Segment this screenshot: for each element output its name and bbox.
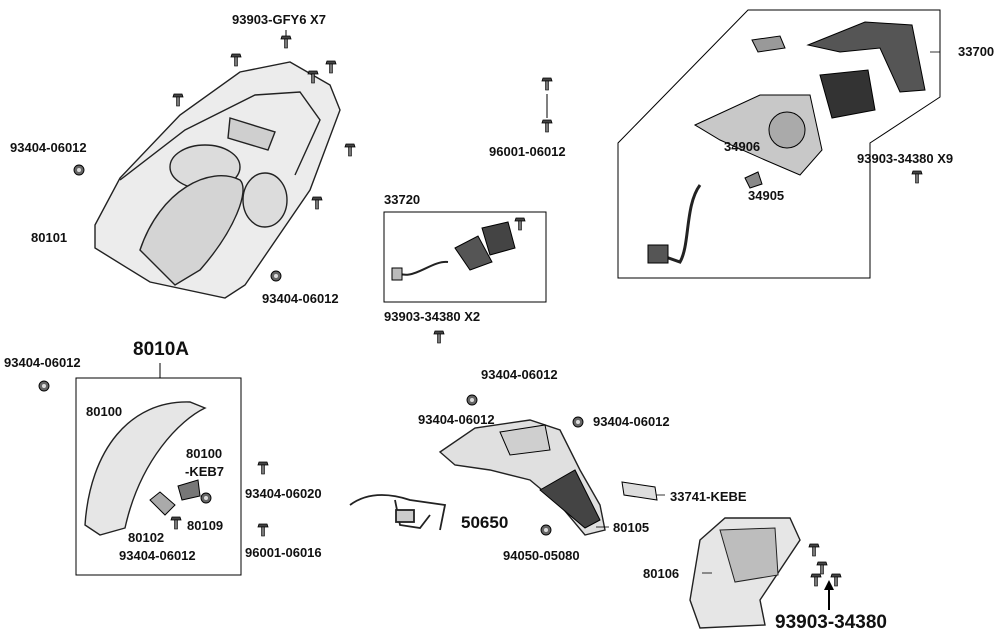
label-80102: 80102 — [128, 530, 165, 545]
tail-light-box-33700 — [617, 9, 941, 279]
label-33700: 33700 — [958, 44, 995, 59]
label-80105: 80105 — [613, 520, 650, 535]
nut-94050 — [540, 524, 552, 536]
label-80100: 80100 — [86, 404, 123, 419]
license-bracket-80106 — [689, 517, 842, 629]
bolts-96001-06012 — [541, 77, 553, 133]
label-93404-g: 93404-06012 — [593, 414, 670, 429]
rear-fender-80105 — [438, 419, 606, 536]
label-93404-06020: 93404-06020 — [245, 486, 322, 501]
label-93903-gfy6: 93903-GFY6 X7 — [232, 12, 326, 27]
label-93903-x9: 93903-34380 X9 — [857, 151, 954, 166]
label-8010a: 8010A — [133, 339, 189, 360]
front-fender-box-8010a — [75, 363, 242, 576]
label-93404-c: 93404-06012 — [4, 355, 81, 370]
label-96001-06012: 96001-06012 — [489, 144, 566, 159]
label-96001-06016: 96001-06016 — [245, 545, 322, 560]
label-33741: 33741-KEBE — [670, 489, 747, 504]
label-93903-34380: 93903-34380 — [775, 612, 887, 633]
label-93404-a: 93404-06012 — [10, 140, 87, 155]
rear-inner-cover-80101 — [94, 61, 341, 299]
label-93404-e: 93404-06012 — [481, 367, 558, 382]
label-80101: 80101 — [31, 230, 68, 245]
label-34905: 34905 — [748, 188, 785, 203]
label-80100-keb7-a: 80100 — [186, 446, 223, 461]
bolt-93404-06020 — [257, 461, 269, 475]
label-93404-b: 93404-06012 — [262, 291, 339, 306]
license-light-box-33720 — [383, 211, 547, 303]
label-80106: 80106 — [643, 566, 680, 581]
screw-93903-x9 — [911, 170, 923, 184]
label-50650: 50650 — [461, 513, 509, 532]
label-80100-keb7-b: -KEB7 — [185, 464, 225, 479]
nut-93404-a — [38, 380, 50, 392]
label-93903-x2: 93903-34380 X2 — [384, 309, 481, 324]
wire-harness-50650 — [349, 494, 447, 531]
label-94050: 94050-05080 — [503, 548, 580, 563]
label-33720: 33720 — [384, 192, 421, 207]
screw-93903-x2 — [433, 330, 445, 344]
label-34906: 34906 — [724, 139, 761, 154]
reflector-33741 — [621, 481, 658, 501]
label-80109: 80109 — [187, 518, 224, 533]
nut-93404-e — [466, 394, 478, 406]
label-93404-d: 93404-06012 — [119, 548, 196, 563]
label-93404-f: 93404-06012 — [418, 412, 495, 427]
nut-93404-g — [572, 416, 584, 428]
bolt-96001-06016 — [257, 523, 269, 537]
